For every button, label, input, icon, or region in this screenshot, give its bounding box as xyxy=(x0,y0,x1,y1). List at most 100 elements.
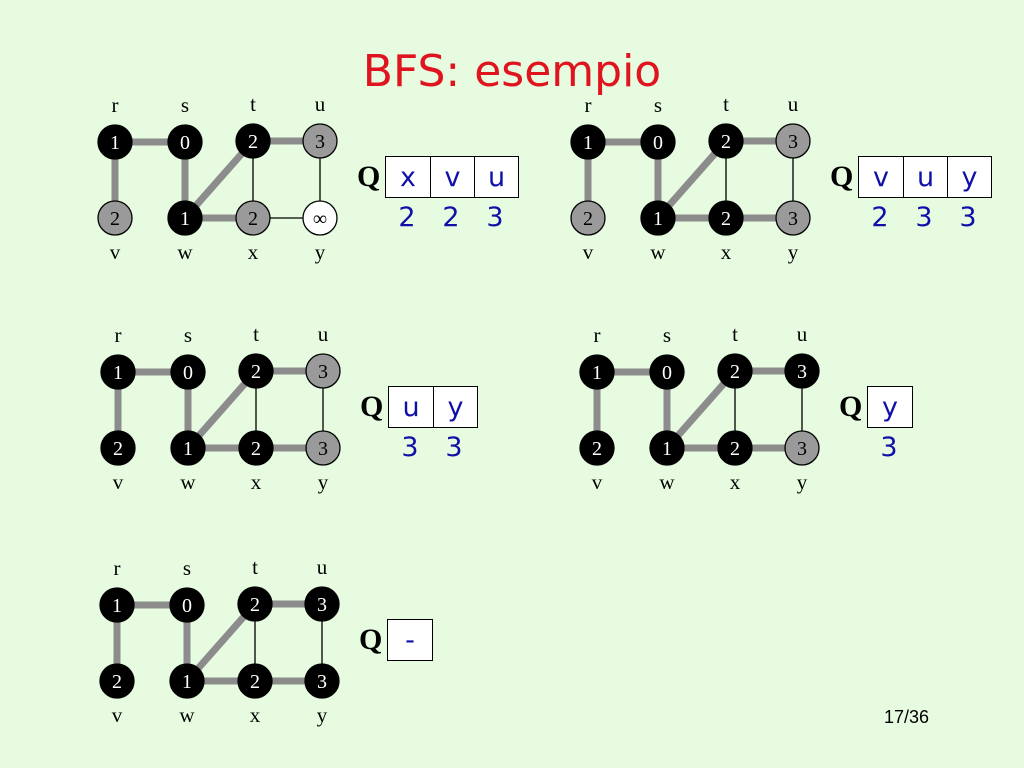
vertex-distance-v: 2 xyxy=(592,438,602,460)
vertex-label-v: v xyxy=(110,240,121,264)
vertex-u xyxy=(304,586,340,622)
vertex-u xyxy=(784,353,820,389)
vertex-distance-r: 1 xyxy=(110,132,120,154)
queue-cell: u xyxy=(903,157,947,197)
vertex-label-r: r xyxy=(585,93,592,117)
vertex-distance-t: 2 xyxy=(248,131,258,153)
vertex-distance-u: 3 xyxy=(318,361,328,383)
vertex-distance-y: ∞ xyxy=(313,208,327,230)
queue-cell: y xyxy=(433,387,477,427)
vertex-label-t: t xyxy=(253,322,259,346)
vertex-r xyxy=(100,354,136,390)
queue-distance: 2 xyxy=(442,202,460,233)
vertex-y xyxy=(304,663,340,699)
vertex-label-y: y xyxy=(318,470,329,494)
vertex-v xyxy=(579,430,615,466)
vertex-distance-x: 2 xyxy=(251,438,261,460)
vertex-label-u: u xyxy=(788,92,799,116)
queue-distance: 3 xyxy=(401,432,419,463)
vertex-distance-u: 3 xyxy=(315,131,325,153)
vertex-distance-u: 3 xyxy=(788,131,798,153)
vertex-y xyxy=(305,430,341,466)
queue-label: Q xyxy=(360,390,384,423)
queue-distance: 3 xyxy=(486,202,504,233)
vertex-distance-t: 2 xyxy=(250,594,260,616)
vertex-label-v: v xyxy=(592,470,603,494)
slide-title: BFS: esempio xyxy=(362,46,662,97)
vertex-distance-r: 1 xyxy=(592,362,602,384)
vertex-label-w: w xyxy=(650,240,666,264)
vertex-label-u: u xyxy=(797,322,808,346)
queue-box: - xyxy=(387,619,433,661)
vertex-distance-w: 1 xyxy=(180,208,190,230)
queue-distance: 3 xyxy=(959,202,977,233)
vertex-w xyxy=(167,200,203,236)
vertex-t xyxy=(238,353,274,389)
vertex-label-s: s xyxy=(663,323,671,347)
queue-cell: u xyxy=(474,157,518,197)
queue-label: Q xyxy=(359,623,383,656)
vertex-y xyxy=(302,200,338,236)
vertex-label-t: t xyxy=(252,555,258,579)
vertex-distance-t: 2 xyxy=(721,131,731,153)
vertex-label-x: x xyxy=(730,470,741,494)
queue-cell: y xyxy=(882,391,898,423)
vertex-label-t: t xyxy=(250,92,256,116)
vertex-distance-r: 1 xyxy=(112,595,122,617)
vertex-label-y: y xyxy=(317,703,328,727)
vertex-label-r: r xyxy=(115,323,122,347)
vertex-distance-w: 1 xyxy=(653,208,663,230)
vertex-label-s: s xyxy=(181,93,189,117)
vertex-distance-s: 0 xyxy=(182,595,192,617)
vertex-w xyxy=(649,430,685,466)
vertex-distance-x: 2 xyxy=(250,671,260,693)
vertex-distance-r: 1 xyxy=(113,362,123,384)
vertex-u xyxy=(302,123,338,159)
vertex-w xyxy=(169,663,205,699)
vertex-distance-s: 0 xyxy=(183,362,193,384)
queue-label: Q xyxy=(839,390,863,423)
queue-label: Q xyxy=(830,160,854,193)
vertex-s xyxy=(170,354,206,390)
vertex-label-x: x xyxy=(721,240,732,264)
vertex-label-y: y xyxy=(315,240,326,264)
queue-box: y xyxy=(867,386,913,428)
vertex-s xyxy=(169,587,205,623)
queue-distance: 2 xyxy=(398,202,416,233)
vertex-distance-s: 0 xyxy=(653,132,663,154)
queue-distance: 2 xyxy=(871,202,889,233)
vertex-w xyxy=(170,430,206,466)
vertex-s xyxy=(640,124,676,160)
vertex-r xyxy=(97,124,133,160)
vertex-label-v: v xyxy=(112,703,123,727)
vertex-label-w: w xyxy=(180,470,196,494)
vertex-label-r: r xyxy=(114,556,121,580)
vertex-label-y: y xyxy=(797,470,808,494)
vertex-label-w: w xyxy=(659,470,675,494)
vertex-distance-v: 2 xyxy=(583,208,593,230)
queue-cell: u xyxy=(402,391,420,423)
queue-cell: v xyxy=(873,161,889,193)
queue-distance: 3 xyxy=(445,432,463,463)
vertex-distance-y: 3 xyxy=(797,438,807,460)
vertex-label-v: v xyxy=(113,470,124,494)
vertex-distance-x: 2 xyxy=(730,438,740,460)
vertex-label-s: s xyxy=(184,323,192,347)
vertex-label-x: x xyxy=(248,240,259,264)
vertex-label-u: u xyxy=(315,92,326,116)
vertex-distance-v: 2 xyxy=(112,671,122,693)
queue-cell: v xyxy=(430,157,474,197)
vertex-label-u: u xyxy=(317,555,328,579)
vertex-distance-y: 3 xyxy=(318,438,328,460)
